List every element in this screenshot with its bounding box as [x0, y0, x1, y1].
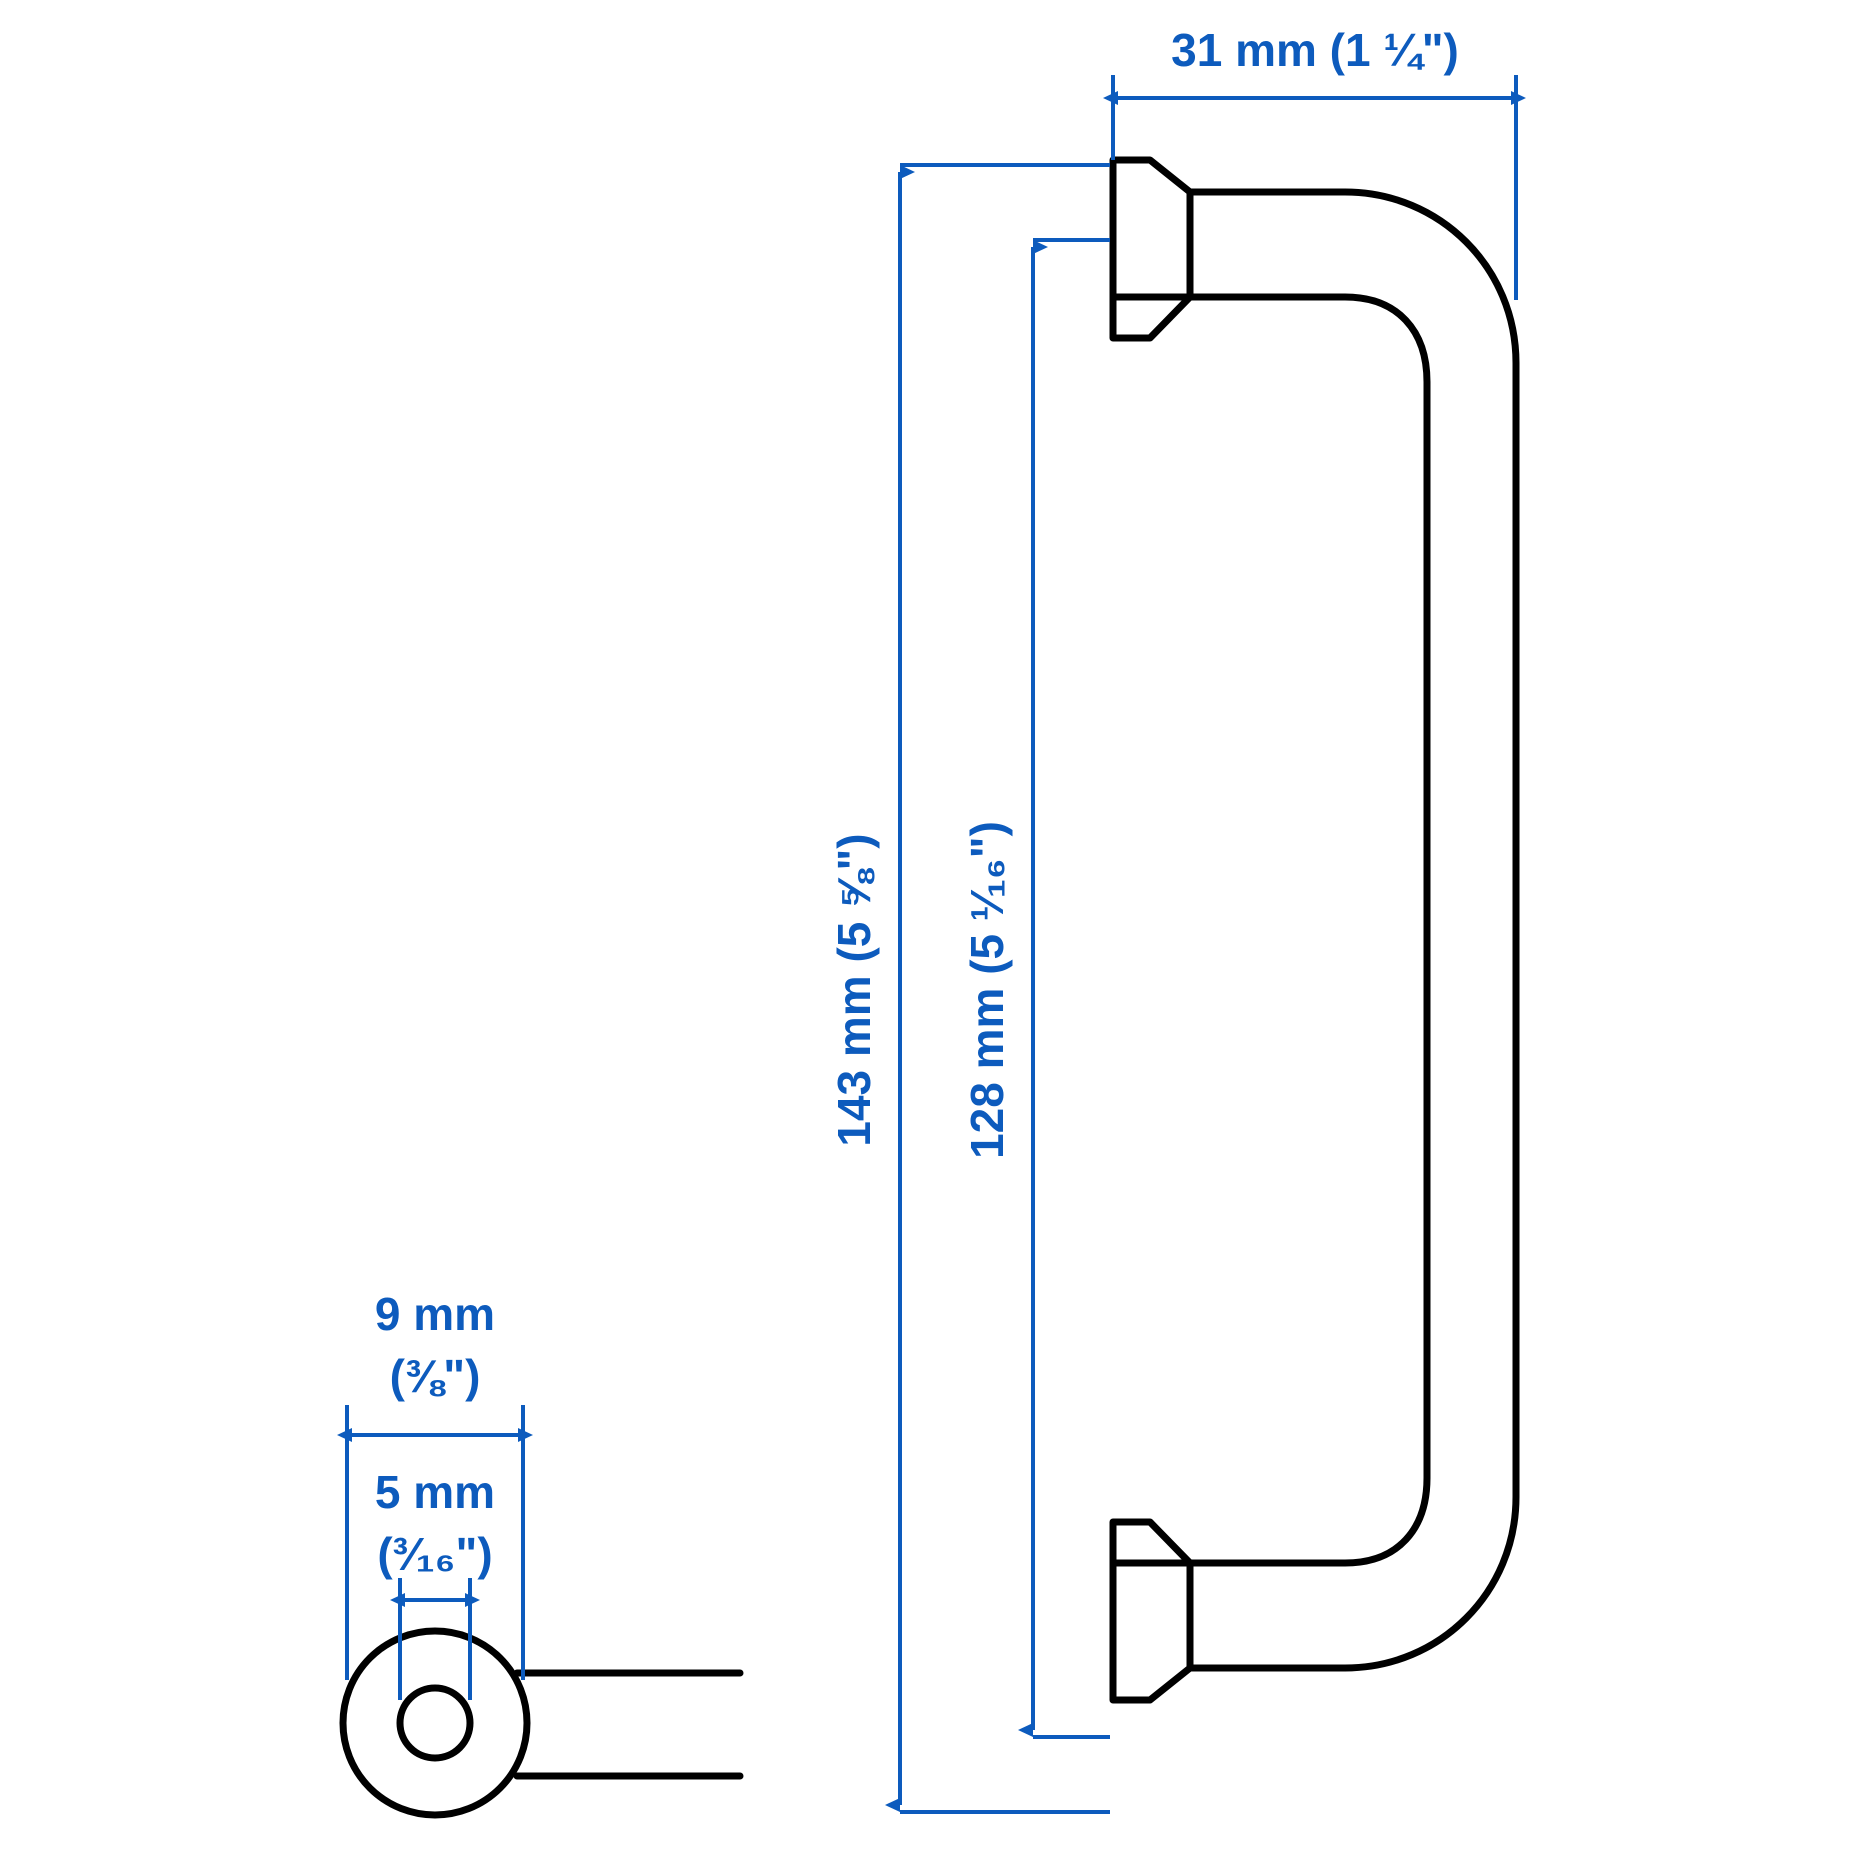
top-stem-lower-edge	[1186, 293, 1431, 1567]
dim-label-5mm-line2: (³⁄₁₆")	[377, 1528, 492, 1580]
side-profile-view	[1109, 156, 1520, 1704]
end-section-view	[339, 1627, 744, 1819]
screw-hole-circle	[396, 1684, 474, 1762]
bottom-flange-lower-taper	[1109, 1518, 1194, 1567]
dim-label-5mm-line1: 5 mm	[375, 1466, 495, 1518]
dim-label-9mm-line1: 9 mm	[375, 1288, 495, 1340]
bottom-flange-outline	[1109, 1559, 1194, 1704]
dimension-hole-diameter	[390, 1578, 480, 1700]
top-stem-upper-edge	[1186, 188, 1520, 1672]
flange-outer-circle	[339, 1627, 531, 1819]
top-flange-lower-taper	[1109, 293, 1194, 342]
dimension-height-overall	[885, 163, 1110, 1814]
top-flange-outline	[1109, 156, 1194, 301]
dim-label-31mm: 31 mm (1 ¼")	[1171, 24, 1459, 76]
dim-label-9mm-line2: (⅜")	[390, 1350, 481, 1402]
dimension-flange-diameter	[337, 1405, 533, 1680]
dimension-width-top	[1103, 75, 1526, 300]
dim-label-128mm: 128 mm (5 ¹⁄₁₆")	[961, 821, 1013, 1159]
dim-label-143mm: 143 mm (5 ⅝")	[828, 833, 880, 1146]
dimension-height-center	[1018, 238, 1110, 1739]
